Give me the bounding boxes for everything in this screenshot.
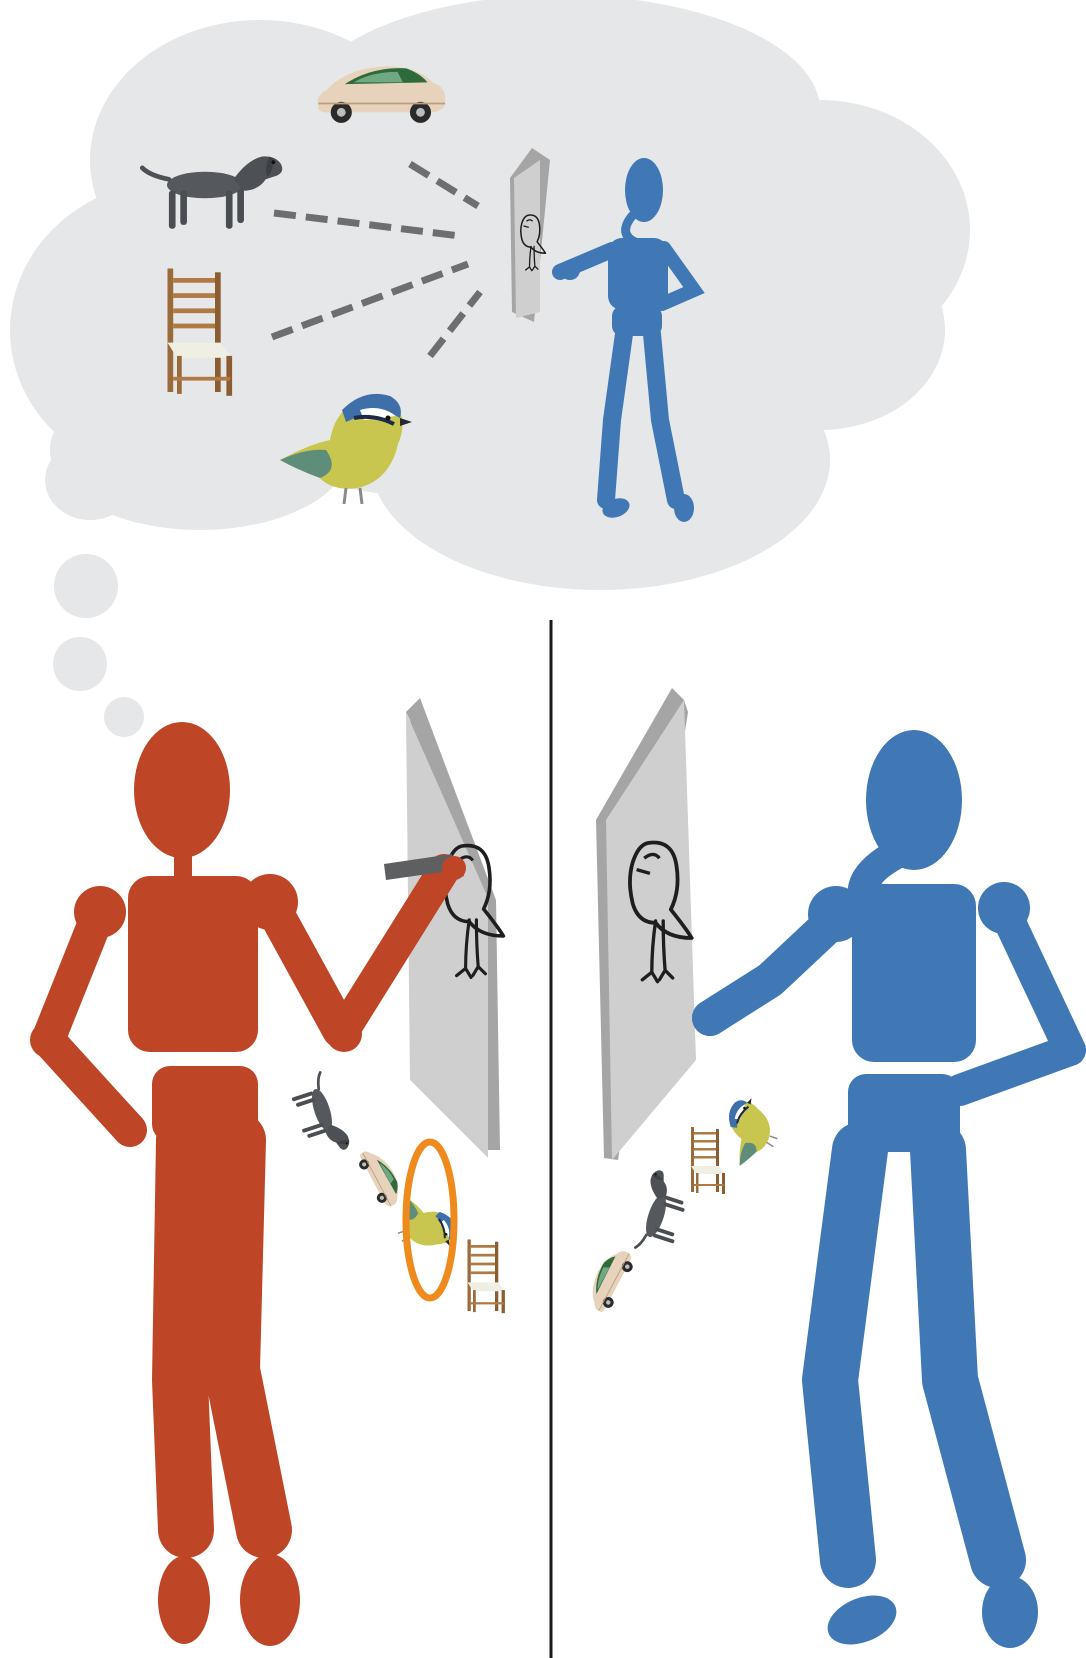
sketch-communication-diagram bbox=[0, 0, 1086, 1658]
